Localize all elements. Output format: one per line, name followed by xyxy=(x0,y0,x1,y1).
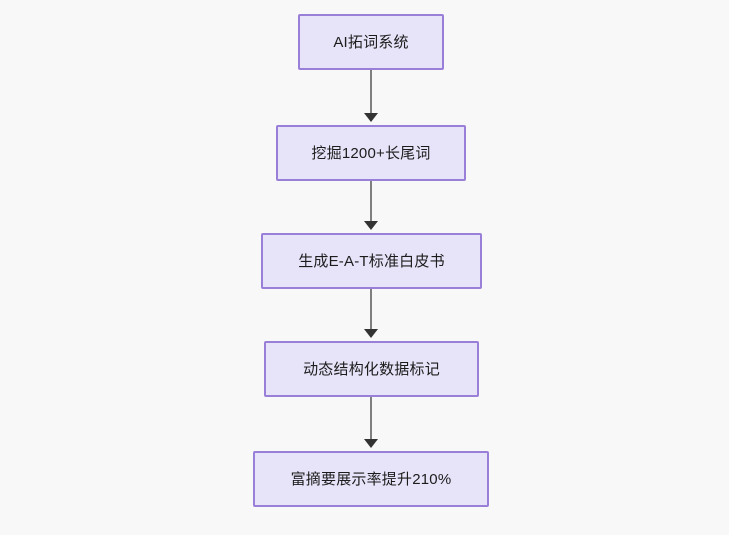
flowchart-node-3[interactable]: 生成E-A-T标准白皮书 xyxy=(261,233,482,289)
flowchart-edge-3-line xyxy=(370,289,372,331)
flowchart-node-5-label: 富摘要展示率提升210% xyxy=(290,470,452,488)
arrow-down-icon xyxy=(364,113,378,122)
arrow-down-icon xyxy=(364,221,378,230)
flowchart-edge-2-line xyxy=(370,181,372,223)
flowchart-node-2[interactable]: 挖掘1200+长尾词 xyxy=(276,125,466,181)
flowchart-node-2-label: 挖掘1200+长尾词 xyxy=(311,144,431,162)
arrow-down-icon xyxy=(364,439,378,448)
flowchart-node-5[interactable]: 富摘要展示率提升210% xyxy=(253,451,489,507)
flowchart-node-1[interactable]: AI拓词系统 xyxy=(298,14,444,70)
flowchart-edge-1-line xyxy=(370,70,372,115)
flowchart-edge-4-line xyxy=(370,397,372,441)
flowchart-node-4[interactable]: 动态结构化数据标记 xyxy=(264,341,479,397)
flowchart-node-1-label: AI拓词系统 xyxy=(333,33,409,51)
flowchart-node-4-label: 动态结构化数据标记 xyxy=(303,360,440,378)
flowchart-node-3-label: 生成E-A-T标准白皮书 xyxy=(298,252,445,270)
arrow-down-icon xyxy=(364,329,378,338)
